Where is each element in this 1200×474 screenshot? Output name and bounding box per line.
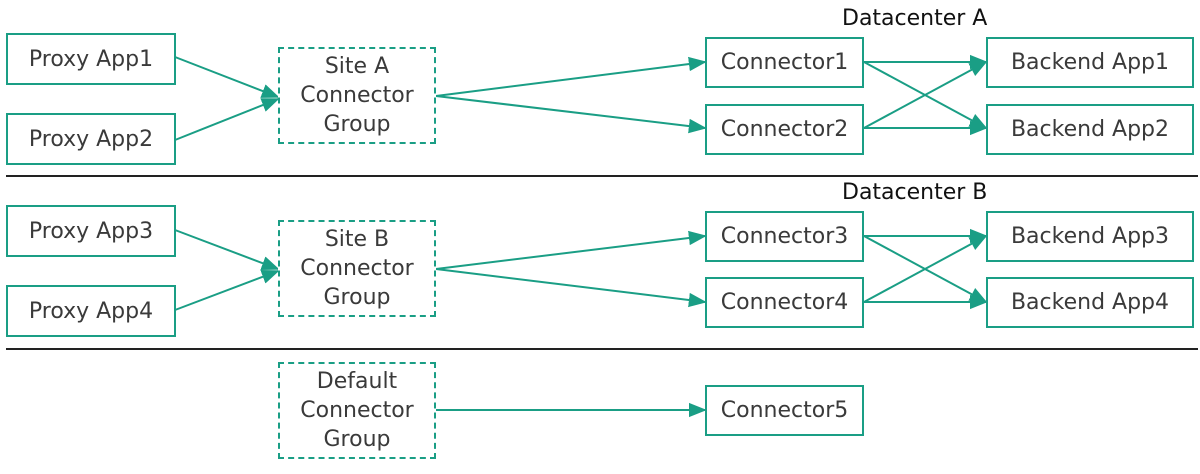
edge-connector4-to-backend-app3 [863,235,988,303]
backend-app4-label: Backend App4 [1010,290,1170,315]
backend-app1-label: Backend App1 [1010,50,1170,75]
default-connector-group-label: Default Connector Group [300,369,414,452]
proxy-app1-box: Proxy App1 [6,33,176,85]
proxy-app2-label: Proxy App2 [28,126,154,152]
default-connector-group: Default Connector Group [278,362,436,459]
connector2-box: Connector2 [705,104,864,155]
edge-site-b-group-to-connector4 [435,268,707,308]
backend-app2-box: Backend App2 [986,104,1194,155]
edge-proxy-app4-to-site-b-group [174,270,280,311]
proxy-app2-box: Proxy App2 [6,113,176,165]
edge-site-a-group-to-connector1 [435,56,707,97]
site-b-connector-group-label: Site B Connector Group [300,227,414,310]
site-b-connector-group: Site B Connector Group [278,220,436,317]
site-a-connector-group-label: Site A Connector Group [300,54,414,137]
proxy-app3-box: Proxy App3 [6,205,176,257]
proxy-app4-box: Proxy App4 [6,285,176,337]
connector5-label: Connector5 [720,398,849,423]
site-a-connector-group: Site A Connector Group [278,47,436,144]
connector5-box: Connector5 [705,385,864,436]
proxy-app3-label: Proxy App3 [28,218,154,244]
connector3-label: Connector3 [720,224,849,249]
datacenter-b-title: Datacenter B [842,180,988,205]
edge-proxy-app1-to-site-a-group [174,56,280,98]
connector4-box: Connector4 [705,277,864,328]
connector2-label: Connector2 [720,117,849,142]
backend-app2-label: Backend App2 [1010,117,1170,142]
proxy-app1-label: Proxy App1 [28,46,154,72]
edge-connector2-to-backend-app1 [863,61,988,129]
connector4-label: Connector4 [720,290,849,315]
proxy-app4-label: Proxy App4 [28,298,154,324]
edge-site-a-group-to-connector2 [435,95,707,134]
backend-app1-box: Backend App1 [986,37,1194,88]
section-divider-1 [6,175,1198,177]
backend-app4-box: Backend App4 [986,277,1194,328]
edge-proxy-app3-to-site-b-group [174,229,280,270]
datacenter-a-title: Datacenter A [842,6,988,31]
edge-proxy-app2-to-site-a-group [174,98,280,141]
backend-app3-label: Backend App3 [1010,224,1170,249]
edge-site-b-group-to-connector3 [435,230,707,270]
connector1-box: Connector1 [705,37,864,88]
connector3-box: Connector3 [705,211,864,262]
section-divider-2 [6,348,1198,350]
connector1-label: Connector1 [720,50,849,75]
backend-app3-box: Backend App3 [986,211,1194,262]
